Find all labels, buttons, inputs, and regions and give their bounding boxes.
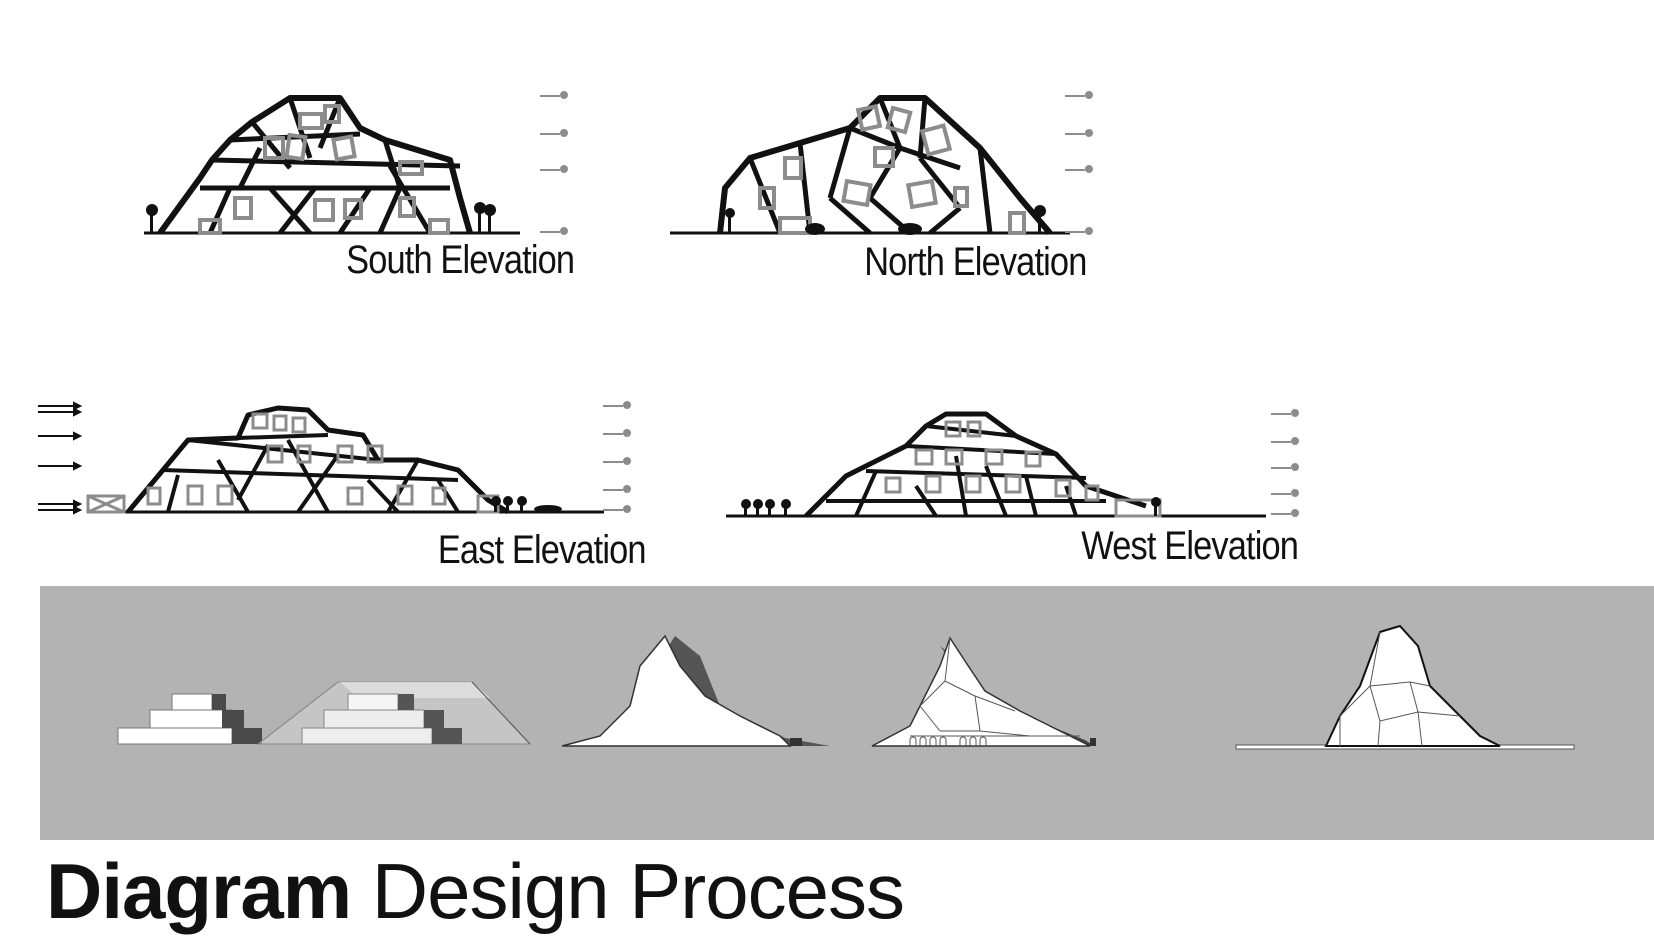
south-elevation: South Elevation (140, 88, 580, 282)
process-diagram (117, 624, 1575, 750)
south-elevation-drawing (144, 91, 568, 235)
east-elevation: East Elevation (38, 400, 647, 572)
process-step-peak-mass (561, 634, 830, 747)
north-elevation-drawing (670, 91, 1093, 235)
east-elevation-drawing (38, 401, 631, 515)
east-elevation-label: East Elevation (438, 528, 647, 572)
design-process-band (40, 586, 1654, 840)
west-elevation-label: West Elevation (1081, 524, 1299, 568)
page-title: Diagram Design Process (46, 846, 905, 937)
process-step-final-form (1235, 624, 1575, 750)
page-title-light: Design Process (351, 847, 905, 935)
west-elevation-drawing (726, 409, 1299, 518)
process-step-stacked-blocks (117, 693, 262, 745)
process-step-faceted-mass (871, 636, 1096, 747)
north-elevation: North Elevation (670, 88, 1150, 284)
north-elevation-label: North Elevation (863, 240, 1087, 284)
west-elevation: West Elevation (726, 406, 1306, 568)
page-title-bold: Diagram (46, 847, 352, 935)
process-step-pyramid-envelope (256, 681, 532, 745)
south-elevation-label: South Elevation (345, 238, 575, 282)
